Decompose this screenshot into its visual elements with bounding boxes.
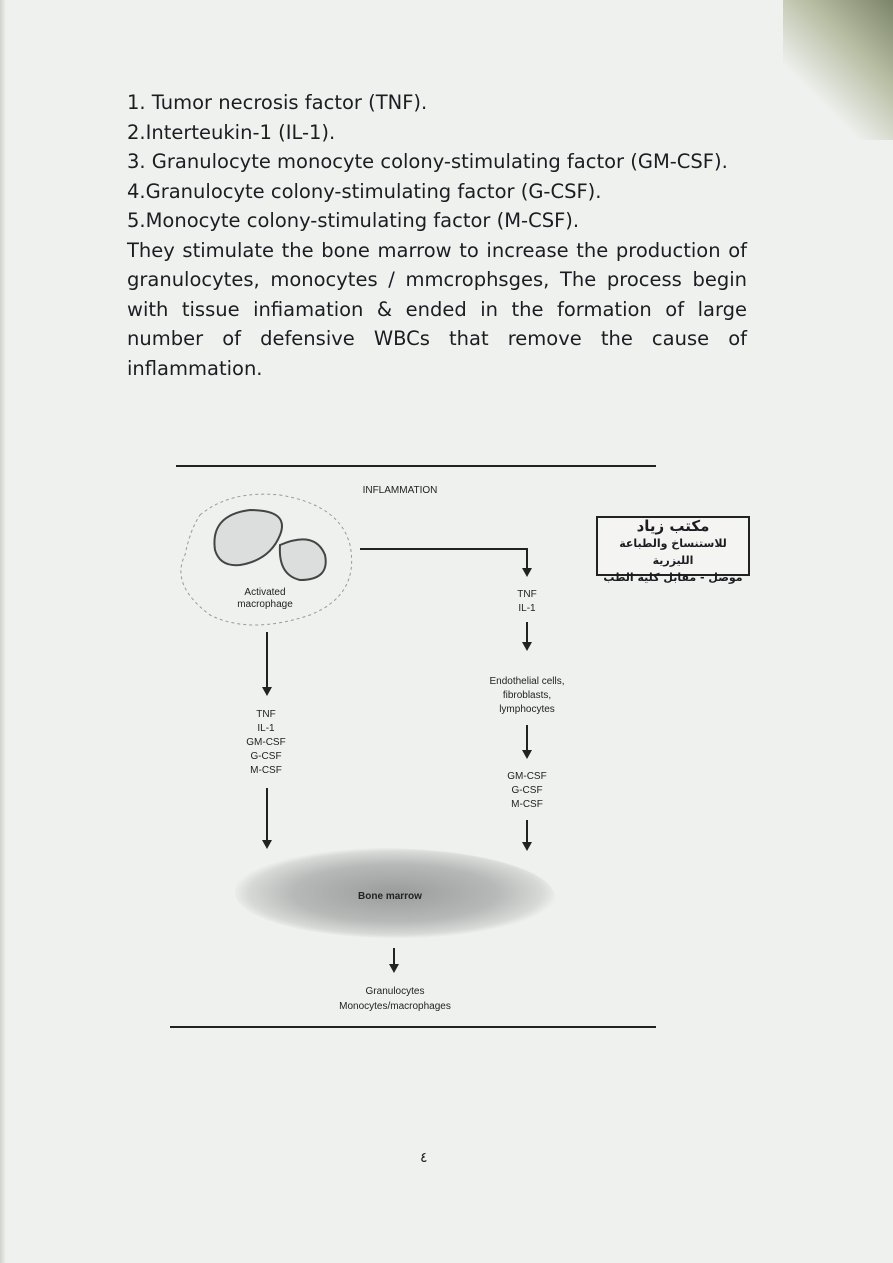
page-edge-shadow [0,0,6,1263]
arrow-down-icon [262,687,272,696]
arrow-down-icon [522,568,532,577]
stamp-line-2: للاستنساخ والطباعة الليزرية [619,537,727,567]
arrow-line [393,948,395,966]
cells-label-1: Endothelial cells, [489,676,565,687]
arrow-down-icon [522,750,532,759]
list-item: 1. Tumor necrosis factor (TNF). [127,91,428,114]
macrophage-icon [180,493,353,626]
arrow-line [526,622,528,642]
left-factor: GM-CSF [246,737,286,748]
list-item: 5.Monocyte colony-stimulating factor (M-… [127,209,580,232]
output-label-2: Monocytes/macrophages [339,1001,451,1012]
stamp: مكتب زياد للاستنساخ والطباعة الليزرية مو… [596,516,750,584]
page-number: ٤ [420,1150,428,1166]
left-factor: TNF [256,709,276,720]
arrow-down-icon [522,642,532,651]
macrophage-label-2: macrophage [237,599,293,610]
list-item: 4.Granulocyte colony-stimulating factor … [127,179,602,203]
left-factor: IL-1 [257,723,275,734]
right-il1-label: IL-1 [518,603,536,614]
arrow-line [526,548,528,568]
arrow-down-icon [262,840,272,849]
list-item: 3. Granulocyte monocyte colony-stimulati… [127,150,728,173]
arrow-line [266,632,268,687]
body-text: 1. Tumor necrosis factor (TNF). 2.Intert… [127,88,747,383]
page-corner-shadow [783,0,893,140]
stamp-line-1: مكتب زياد [636,517,710,535]
arrow-down-icon [389,964,399,973]
arrow-line [266,788,268,840]
cells-label-3: lymphocytes [499,704,555,715]
arrow-line [526,820,528,842]
arrow-line [526,725,528,750]
right-tnf-label: TNF [517,589,537,600]
left-factor: M-CSF [250,765,282,776]
diagram-title: INFLAMMATION [362,485,438,496]
right-factor: G-CSF [511,785,543,796]
arrow-down-icon [522,842,532,851]
cells-label-2: fibroblasts, [502,690,552,701]
bone-marrow-label: Bone marrow [358,891,422,902]
stamp-line-3: موصل - مقابل كلية الطب [603,571,743,584]
right-factor: M-CSF [511,799,543,810]
left-factor: G-CSF [250,751,282,762]
top-rule [176,465,656,467]
bone-marrow-shape [235,848,555,938]
bottom-rule [170,1026,656,1028]
list-item: 2.Interteukin-1 (IL-1). [127,120,336,144]
output-label-1: Granulocytes [365,986,425,997]
connector-line [360,548,528,550]
right-factor: GM-CSF [507,771,547,782]
paragraph: They stimulate the bone marrow to increa… [127,238,747,380]
macrophage-label-1: Activated [244,587,286,598]
